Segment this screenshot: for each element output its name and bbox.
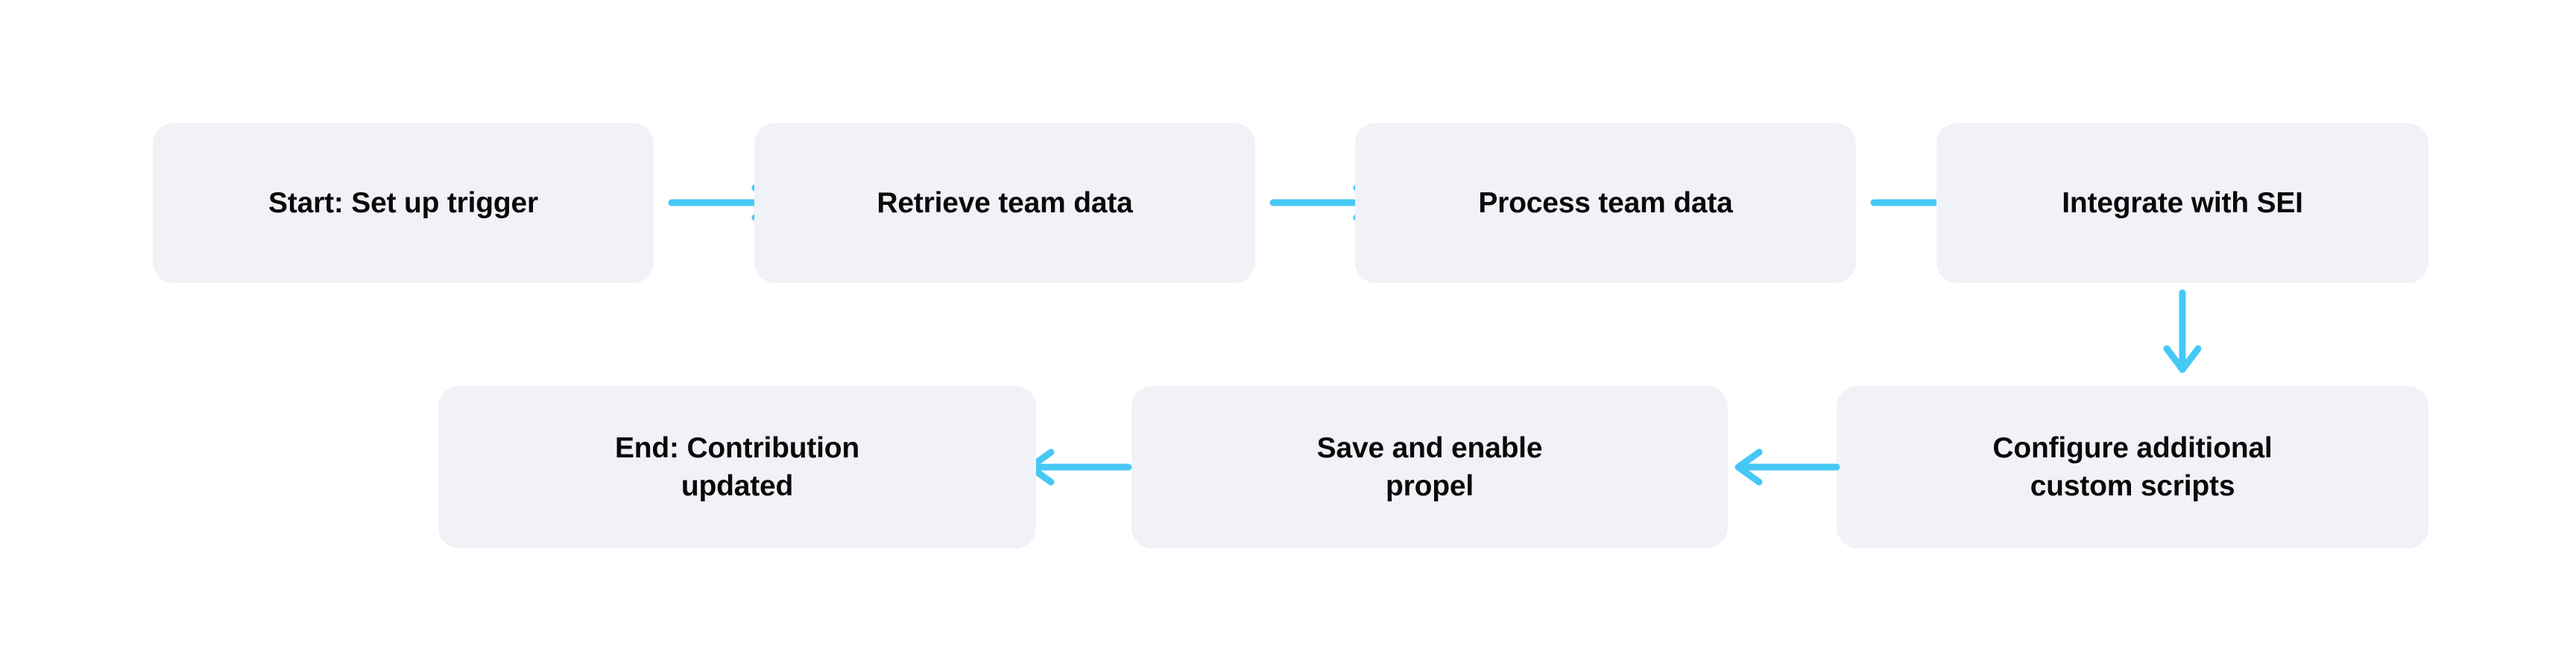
flow-node-label: End: Contribution updated — [614, 431, 859, 502]
arrow-left-n5-n6 — [1734, 448, 1847, 486]
flow-node-retrieve-team-data[interactable]: Retrieve team data — [754, 123, 1255, 283]
flow-node-label: Start: Set up trigger — [268, 186, 538, 219]
arrow-down-n4-n5 — [2159, 289, 2206, 380]
flow-node-end-contribution-updated[interactable]: End: Contribution updated — [438, 386, 1036, 548]
flow-node-label: Integrate with SEI — [2062, 186, 2303, 219]
flow-node-start-set-up-trigger[interactable]: Start: Set up trigger — [153, 123, 654, 283]
flow-node-process-team-data[interactable]: Process team data — [1355, 123, 1856, 283]
flow-node-label: Retrieve team data — [877, 186, 1133, 219]
flow-node-save-and-enable-propel[interactable]: Save and enable propel — [1131, 386, 1728, 548]
flow-node-label: Process team data — [1478, 186, 1733, 219]
arrow-left-n6-n7 — [1026, 448, 1139, 486]
flow-node-configure-additional-custom-scripts[interactable]: Configure additional custom scripts — [1837, 386, 2428, 548]
flow-node-label: Save and enable propel — [1316, 431, 1543, 502]
flow-node-integrate-with-sei[interactable]: Integrate with SEI — [1936, 123, 2428, 283]
flow-node-label: Configure additional custom scripts — [1992, 431, 2273, 502]
